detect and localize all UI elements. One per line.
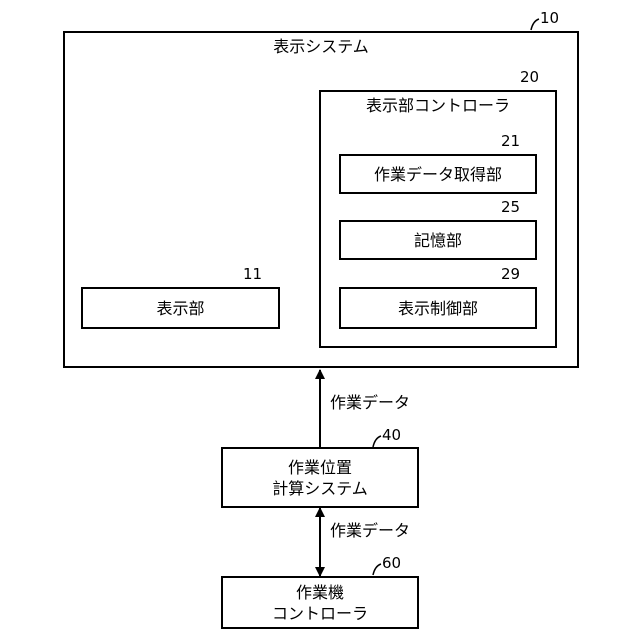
leader-10: [531, 19, 539, 30]
display-control-label: 表示制御部: [398, 298, 478, 319]
machine-controller-ref: 60: [382, 554, 401, 572]
machine-controller-line2: コントローラ: [272, 603, 368, 624]
display-unit-label: 表示部: [156, 298, 204, 319]
storage-ref: 25: [501, 198, 520, 216]
work-data-acquisition-ref: 21: [501, 132, 520, 150]
machine-controller-line1: 作業機: [296, 582, 344, 603]
display-control-ref: 29: [501, 265, 520, 283]
display-system-ref: 10: [540, 9, 559, 27]
display-unit-box: 表示部: [81, 287, 280, 329]
upper-arrow-label: 作業データ: [330, 393, 410, 413]
work-data-acquisition-label: 作業データ取得部: [374, 164, 502, 185]
machine-controller-box: 作業機 コントローラ: [221, 576, 419, 629]
position-system-ref: 40: [382, 426, 401, 444]
display-system-title: 表示システム: [63, 37, 579, 57]
lower-arrow-label: 作業データ: [330, 521, 410, 541]
display-control-box: 表示制御部: [339, 287, 537, 329]
display-controller-title: 表示部コントローラ: [319, 96, 557, 116]
work-data-acquisition-box: 作業データ取得部: [339, 154, 537, 194]
leader-60: [373, 564, 381, 575]
storage-box: 記憶部: [339, 220, 537, 260]
leader-40: [373, 436, 381, 447]
position-system-line2: 計算システム: [272, 478, 368, 499]
display-unit-ref: 11: [243, 265, 262, 283]
storage-label: 記憶部: [414, 230, 462, 251]
position-system-line1: 作業位置: [288, 457, 352, 478]
position-system-box: 作業位置 計算システム: [221, 447, 419, 508]
display-controller-ref: 20: [520, 68, 539, 86]
